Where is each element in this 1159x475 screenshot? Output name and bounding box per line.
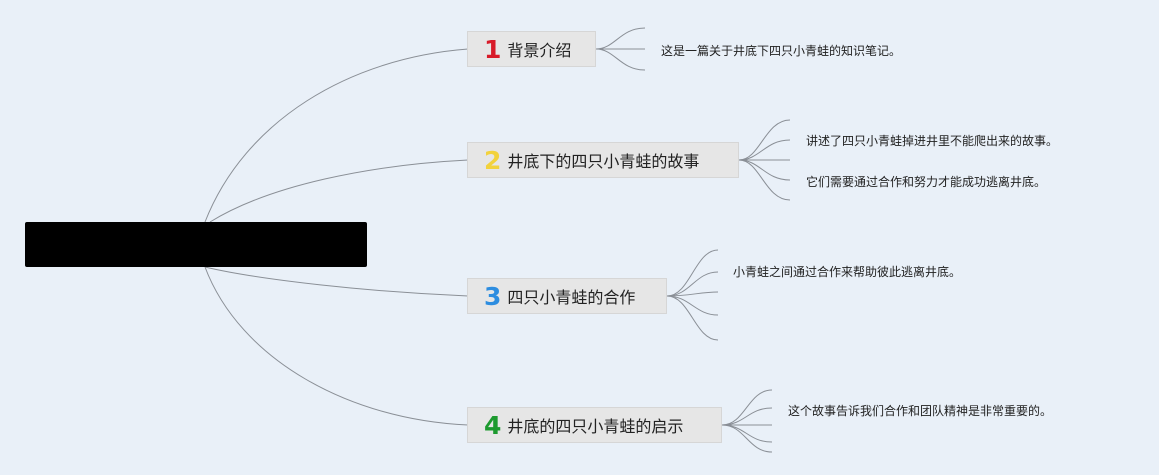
b3-fan-4 <box>666 295 719 316</box>
b2-fan-1 <box>738 119 791 161</box>
b3-fan-5 <box>666 295 719 341</box>
branch-node-4[interactable]: 4 井底的四只小青蛙的启示 <box>467 407 722 443</box>
b2-fan-5 <box>738 159 791 201</box>
root-branch-3-link <box>204 266 469 297</box>
branch-3-number: 3 <box>484 281 502 311</box>
branch-3-label: 四只小青蛙的合作 <box>507 288 636 307</box>
branch-node-2[interactable]: 2 井底下的四只小青蛙的故事 <box>467 142 739 178</box>
root-branch-1-link <box>204 48 469 223</box>
branch-4-number: 4 <box>484 410 502 440</box>
branch-node-1[interactable]: 1 背景介绍 <box>467 31 596 67</box>
leaf-b1-1[interactable]: 这是一篇关于井底下四只小青蛙的知识笔记。 <box>661 44 902 58</box>
leaf-b4-1[interactable]: 这个故事告诉我们合作和团队精神是非常重要的。 <box>788 404 1053 418</box>
branch-1-label: 背景介绍 <box>507 41 572 60</box>
leaf-b2-1[interactable]: 讲述了四只小青蛙掉进井里不能爬出来的故事。 <box>806 134 1059 148</box>
b3-fan-2 <box>666 271 719 297</box>
b4-fan-2 <box>721 407 773 426</box>
b4-fan-5 <box>721 424 773 453</box>
branch-4-label: 井底的四只小青蛙的启示 <box>507 417 684 436</box>
b3-fan-1 <box>666 249 719 297</box>
branch-node-3[interactable]: 3 四只小青蛙的合作 <box>467 278 667 314</box>
branch-1-number: 1 <box>484 34 502 64</box>
b4-fan-1 <box>721 389 773 426</box>
b1-fan-3 <box>595 48 646 71</box>
root-branch-4-link <box>204 266 469 426</box>
b2-fan-4 <box>738 159 791 181</box>
root-node-redacted[interactable] <box>25 222 367 267</box>
root-branch-2-link <box>209 159 469 223</box>
b2-fan-2 <box>738 139 791 161</box>
branch-2-label: 井底下的四只小青蛙的故事 <box>507 152 700 171</box>
b1-fan-1 <box>595 27 646 50</box>
leaf-b3-1[interactable]: 小青蛙之间通过合作来帮助彼此逃离井底。 <box>733 265 962 279</box>
branch-2-number: 2 <box>484 145 502 175</box>
leaf-b2-2[interactable]: 它们需要通过合作和努力才能成功逃离井底。 <box>806 175 1047 189</box>
